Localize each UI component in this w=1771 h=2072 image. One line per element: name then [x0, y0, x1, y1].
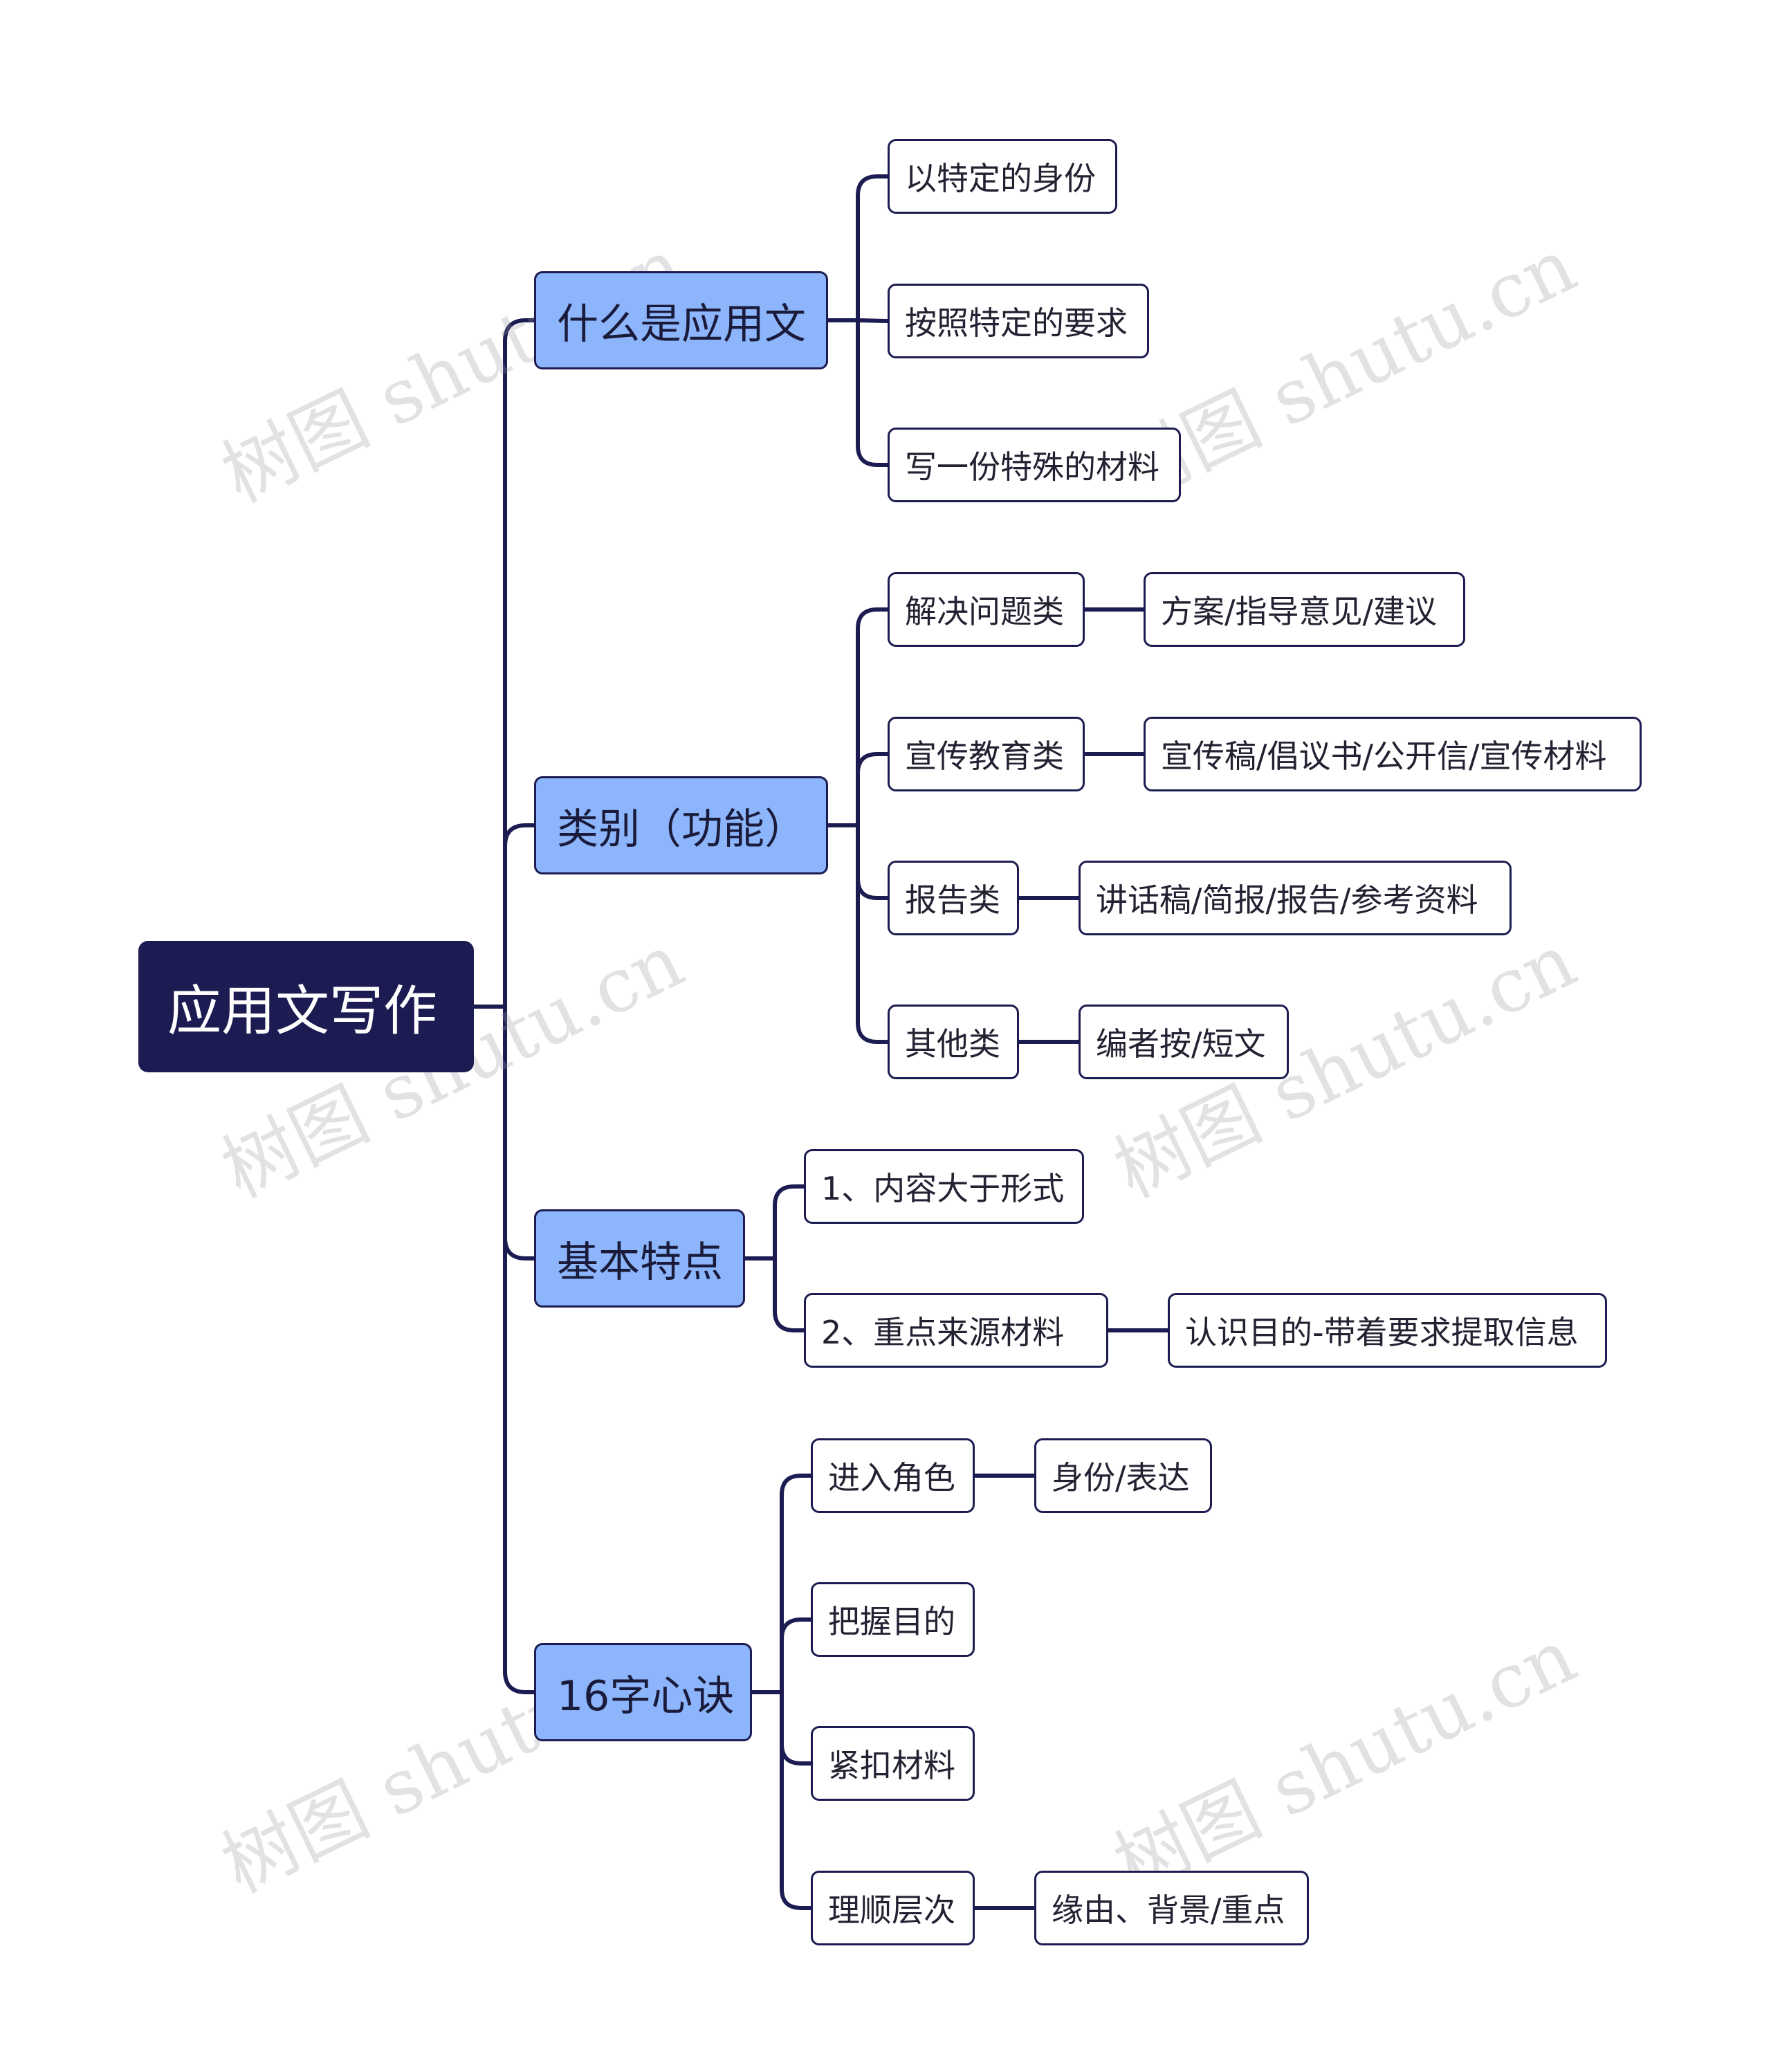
leaf-enter-role-detail[interactable]: 身份/表达 [1034, 1438, 1212, 1513]
leaf-enter-role[interactable]: 进入角色 [811, 1438, 975, 1513]
leaf-publicity[interactable]: 宣传教育类 [888, 717, 1085, 791]
connector-line [856, 823, 890, 1044]
connector-line [503, 1005, 536, 1694]
branch-features[interactable]: 基本特点 [534, 1209, 745, 1308]
leaf-other-detail[interactable]: 编者按/短文 [1079, 1005, 1289, 1079]
leaf-special-material[interactable]: 写一份特殊的材料 [888, 428, 1181, 502]
leaf-grasp-purpose[interactable]: 把握目的 [811, 1582, 975, 1657]
leaf-problem-solving[interactable]: 解决问题类 [888, 572, 1085, 647]
leaf-key-source-detail[interactable]: 认识目的-带着要求提取信息 [1168, 1293, 1607, 1368]
leaf-identity[interactable]: 以特定的身份 [888, 139, 1117, 214]
connector-line [503, 1005, 536, 1260]
leaf-content-over-form[interactable]: 1、内容大于形式 [804, 1149, 1084, 1224]
branch-category[interactable]: 类别（功能） [534, 776, 828, 874]
connector-line [780, 1690, 813, 1910]
leaf-requirement[interactable]: 按照特定的要求 [888, 284, 1149, 358]
root-topic[interactable]: 应用文写作 [138, 941, 474, 1072]
connector-line [856, 318, 890, 323]
leaf-report-detail[interactable]: 讲话稿/简报/报告/参考资料 [1079, 861, 1512, 935]
connector-line [773, 1256, 806, 1332]
connector-line [780, 1690, 813, 1766]
connector-line [856, 318, 890, 467]
leaf-order-levels[interactable]: 理顺层次 [811, 1871, 975, 1945]
connector-line [856, 174, 890, 322]
leaf-key-source[interactable]: 2、重点来源材料 [804, 1293, 1108, 1368]
leaf-other[interactable]: 其他类 [888, 1005, 1019, 1079]
connector-line [503, 318, 536, 1009]
connector-line [780, 1474, 813, 1694]
leaf-stick-to-material[interactable]: 紧扣材料 [811, 1726, 975, 1801]
connector-line [773, 1184, 806, 1260]
connector-line [780, 1617, 813, 1694]
connector-line [503, 823, 536, 1009]
leaf-problem-solving-detail[interactable]: 方案/指导意见/建议 [1144, 572, 1465, 647]
leaf-report[interactable]: 报告类 [888, 861, 1019, 935]
connector-line [856, 823, 890, 900]
leaf-publicity-detail[interactable]: 宣传稿/倡议书/公开信/宣传材料 [1144, 717, 1642, 791]
connector-line [856, 752, 890, 827]
leaf-order-levels-detail[interactable]: 缘由、背景/重点 [1034, 1871, 1309, 1945]
branch-what-is[interactable]: 什么是应用文 [534, 271, 828, 369]
connector-line [856, 607, 890, 827]
branch-mnemonic[interactable]: 16字心诀 [534, 1643, 752, 1741]
